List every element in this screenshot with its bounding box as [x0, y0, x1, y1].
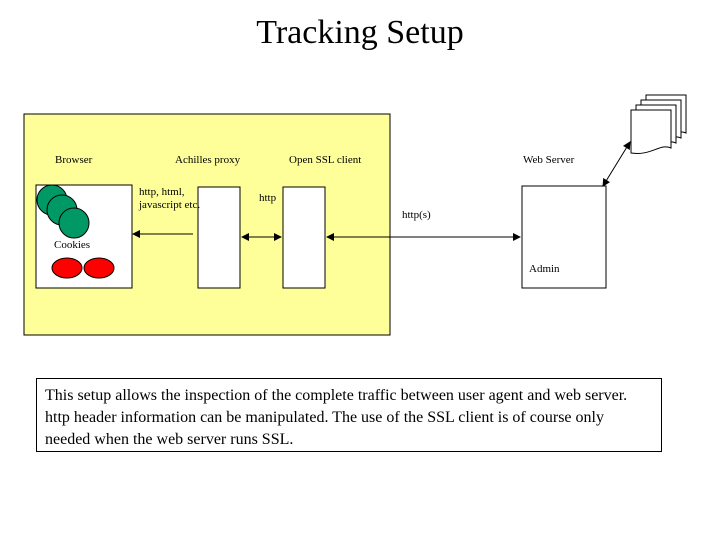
browser-label: Browser: [55, 154, 93, 166]
https-label: http(s): [402, 209, 431, 221]
caption-box: This setup allows the inspection of the …: [36, 378, 662, 452]
openssl-client-label: Open SSL client: [289, 154, 362, 166]
proxy-box: [197, 186, 241, 289]
red-ellipse-2: [83, 257, 115, 279]
arrow-server-documents: [602, 141, 631, 187]
achilles-proxy-label: Achilles proxy: [175, 154, 241, 166]
cookies-label: Cookies: [54, 239, 91, 251]
documents-icon: [630, 94, 687, 154]
proxy-traffic-label: http, html, javascript etc.: [139, 186, 201, 211]
green-circle-3: [58, 207, 90, 239]
red-ellipse-1: [51, 257, 83, 279]
browser-box: [35, 184, 133, 289]
web-server-label: Web Server: [523, 154, 575, 166]
http-label: http: [259, 192, 277, 204]
web-server-box: [521, 185, 607, 289]
openssl-box: [282, 186, 326, 289]
slide-title: Tracking Setup: [256, 14, 464, 51]
admin-label: Admin: [529, 263, 560, 275]
